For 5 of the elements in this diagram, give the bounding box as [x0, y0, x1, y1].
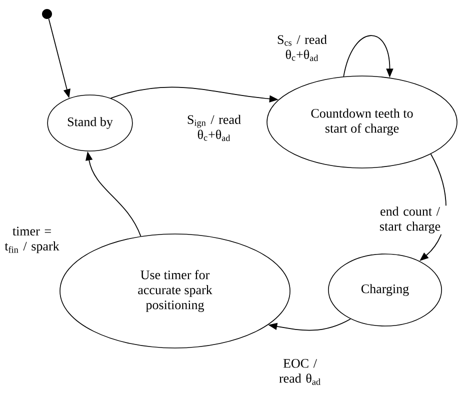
edge-label: end count / start charge [369, 206, 451, 234]
initial-state-dot [42, 9, 52, 19]
edge-label: EOC / read θ$_{ad}$ [269, 358, 331, 386]
edge-label: S$_{ign}$ / read θ$_{c}$+θ$_{ad}$ [179, 114, 249, 142]
edge-label: S$_{cs}$ / read θ$_{c}$+θ$_{ad}$ [267, 34, 337, 62]
